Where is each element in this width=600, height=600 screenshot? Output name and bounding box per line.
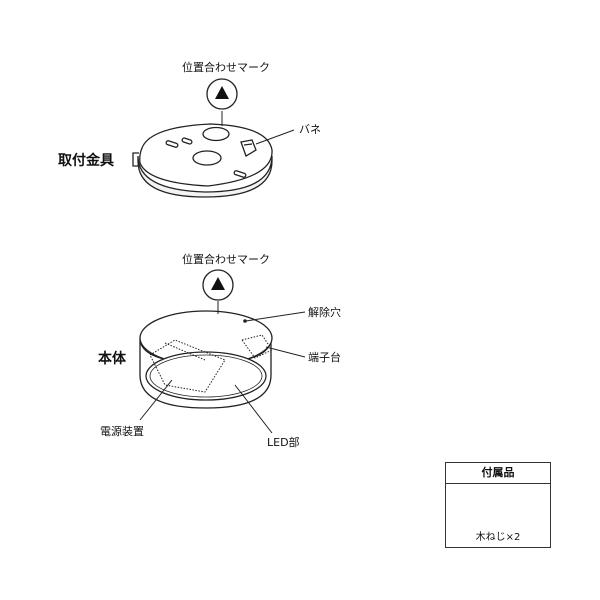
bracket-align-mark-label: 位置合わせマーク	[182, 61, 270, 74]
accessories-box: 付属品 木ねじ×2	[445, 462, 551, 548]
body-title: 本体	[98, 351, 126, 367]
up-triangle-icon	[211, 277, 225, 290]
spring-part	[240, 139, 257, 157]
led-label: LED部	[267, 436, 300, 449]
main-body	[139, 269, 306, 434]
power-unit-dotted	[149, 339, 226, 393]
release-hole-dot	[243, 319, 247, 323]
body-align-mark-label: 位置合わせマーク	[182, 253, 270, 266]
bracket-hole-center	[192, 150, 222, 166]
screws-label: 木ねじ×2	[475, 532, 521, 543]
mounting-bracket	[132, 78, 295, 198]
bracket-title: 取付金具	[58, 153, 114, 169]
up-triangle-icon	[215, 86, 229, 99]
accessories-title: 付属品	[446, 463, 550, 484]
power-unit-label: 電源装置	[100, 425, 144, 438]
spring-label: バネ	[299, 123, 321, 136]
spring-leader	[255, 129, 295, 145]
terminal-label: 端子台	[308, 351, 341, 364]
release-hole-label: 解除穴	[308, 306, 341, 319]
bracket-hole-top	[202, 126, 230, 142]
